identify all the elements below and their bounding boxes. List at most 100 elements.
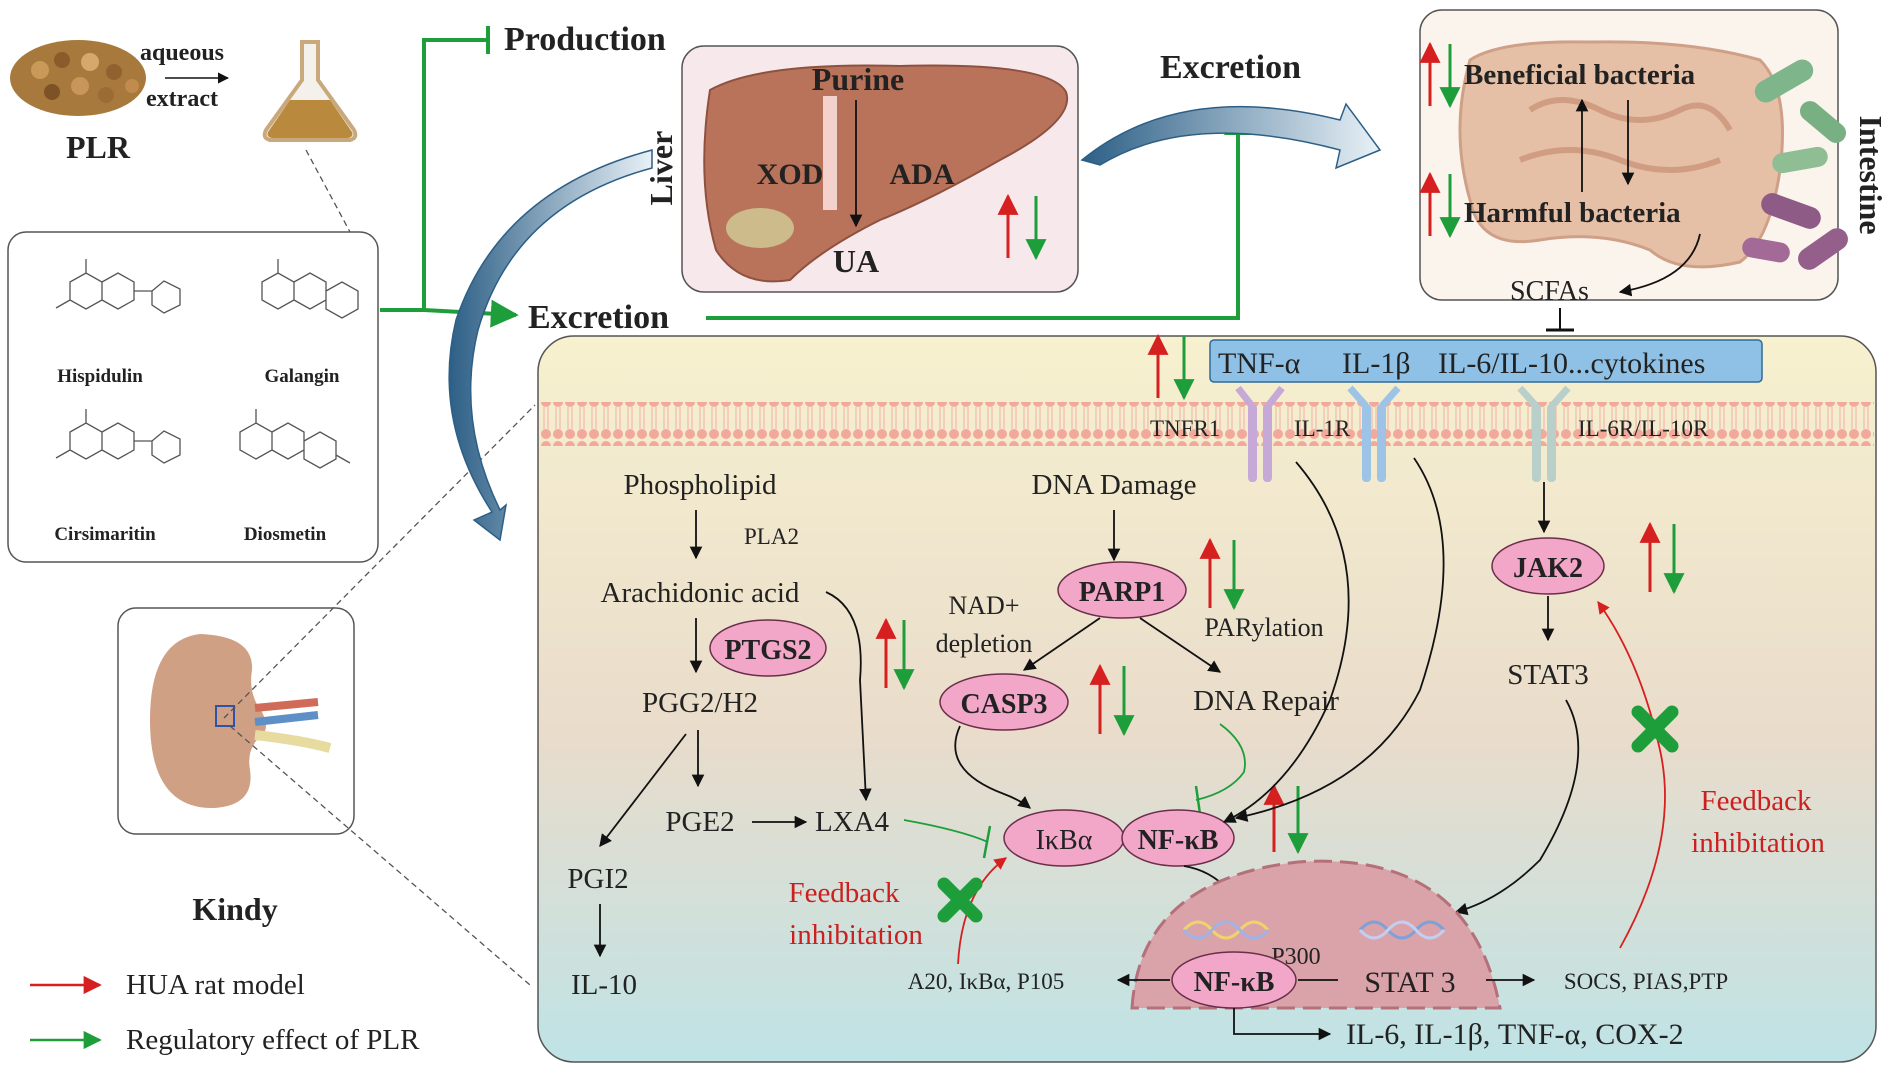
aqueous-label: aqueous — [140, 40, 224, 66]
kidney-label: Kindy — [192, 891, 277, 927]
cell-membrane — [540, 402, 1874, 446]
dna-repair-inhibit-line — [1195, 723, 1246, 801]
excretion-up-arrow — [706, 107, 1252, 320]
socs-label: SOCS, PIAS,PTP — [1564, 969, 1728, 994]
feedback-right-arrow — [1597, 600, 1666, 949]
dna-repair-label: DNA Repair — [1193, 685, 1339, 717]
legend-plr: Regulatory effect of PLR — [126, 1024, 420, 1056]
parp1-to-casp3-arrow — [1022, 617, 1101, 671]
cytokine-bar — [1209, 339, 1763, 383]
connector-dash — [229, 725, 531, 986]
parp1-to-dna-repair-arrow — [1139, 617, 1222, 673]
feedback-right-line2: inhibitation — [1691, 827, 1825, 859]
xod-label: XOD — [757, 158, 824, 191]
dna-repair-inhibit-bar — [1194, 785, 1202, 815]
excretion-top-label: Excretion — [1160, 49, 1301, 86]
block-x-icon — [1631, 705, 1679, 753]
il1r-receptor — [1347, 385, 1401, 482]
nfkb-label: NF-κB — [1138, 825, 1219, 856]
scfas-label: SCFAs — [1510, 276, 1589, 307]
harmful-to-scfas-arrow — [1618, 233, 1701, 297]
block-x-icon — [937, 877, 983, 923]
parylation-label: PARylation — [1204, 613, 1323, 642]
pgg2-label: PGG2/H2 — [642, 687, 758, 719]
feedback-left-arrow — [957, 857, 1008, 965]
nfkb-node — [1121, 809, 1235, 867]
extract-label: extract — [146, 86, 218, 112]
pla2-label: PLA2 — [744, 524, 799, 549]
casp3-node — [939, 673, 1069, 731]
flavonoid-structures — [55, 259, 359, 469]
plr-powder-image — [10, 40, 146, 116]
parp1-label: PARP1 — [1079, 577, 1166, 608]
dna-damage-label: DNA Damage — [1031, 469, 1196, 501]
connector-dash — [305, 149, 351, 233]
phospholipid-label: Phospholipid — [623, 469, 777, 501]
cytokine-rest: IL-6/IL-10...cytokines — [1438, 347, 1705, 380]
connector-dash — [223, 404, 536, 719]
arrow — [599, 733, 687, 847]
production-label: Production — [504, 21, 666, 58]
intestine-image — [1458, 40, 1784, 269]
jak2-node — [1491, 537, 1605, 595]
pgi2-label: PGI2 — [567, 863, 628, 895]
depletion-label: depletion — [936, 629, 1033, 658]
il6r-receptor — [1517, 385, 1571, 482]
feedback-left-line2: inhibitation — [789, 919, 923, 951]
feedback-right-line1: Feedback — [1700, 785, 1812, 817]
lxa4-label: LXA4 — [815, 806, 890, 838]
legend-hua: HUA rat model — [126, 969, 305, 1001]
purine-label: Purine — [812, 61, 904, 97]
cytokine-il1b: IL-1β — [1342, 347, 1411, 380]
jak2-label: JAK2 — [1513, 553, 1583, 584]
bacteria-icons — [1742, 59, 1848, 270]
tnfr1-receptor — [1235, 385, 1285, 482]
cell-box — [537, 335, 1877, 1063]
casp3-to-ikba-arrow — [954, 725, 1031, 809]
lxa4-inhibit-bar — [982, 825, 992, 859]
gallbladder — [726, 208, 794, 248]
beneficial-bacteria-label: Beneficial bacteria — [1464, 59, 1696, 91]
stat3-label: STAT3 — [1507, 659, 1588, 691]
arachidonic-to-lxa4-arrow — [825, 591, 872, 802]
liver-image — [703, 64, 1069, 283]
harmful-bacteria-label: Harmful bacteria — [1464, 197, 1681, 229]
nad-label: NAD+ — [949, 591, 1020, 620]
ada-label: ADA — [890, 158, 955, 191]
compounds-box — [7, 231, 379, 563]
nucleus-to-products-arrow — [1233, 1008, 1332, 1041]
kidney-image — [150, 634, 332, 809]
ptgs2-label: PTGS2 — [724, 635, 811, 666]
il1r-label: IL-1R — [1294, 416, 1351, 441]
plr-label: PLR — [66, 129, 131, 165]
dna-helix-right — [1358, 920, 1446, 940]
liver-to-intestine-arrow — [1080, 102, 1382, 170]
compound-galangin: Galangin — [265, 366, 340, 387]
pge2-label: PGE2 — [665, 806, 734, 838]
liver-to-cell-arrow — [448, 149, 653, 542]
a20-label: A20, IκBα, P105 — [908, 969, 1065, 994]
stat3-to-nucleus-arrow — [1454, 699, 1580, 916]
compound-hispidulin: Hispidulin — [57, 366, 143, 387]
compound-diosmetin: Diosmetin — [244, 524, 327, 545]
excretion-mid-label: Excretion — [528, 299, 669, 336]
arachidonic-acid-label: Arachidonic acid — [601, 577, 800, 609]
il10-label: IL-10 — [571, 969, 637, 1001]
dna-helix-left — [1182, 920, 1270, 940]
flask-icon — [262, 40, 358, 142]
cytokine-tnf: TNF-α — [1218, 347, 1301, 380]
lxa4-inhibit-line — [903, 819, 989, 843]
il1r-to-nfkb-arrow — [1234, 457, 1445, 822]
ikba-label: IκBα — [1036, 825, 1093, 856]
il6r-label: IL-6R/IL-10R — [1578, 416, 1709, 441]
nucleus-stat3-label: STAT 3 — [1364, 966, 1455, 999]
products-label: IL-6, IL-1β, TNF-α, COX-2 — [1346, 1018, 1684, 1051]
liver-side-label: Liver — [643, 131, 679, 206]
production-line — [380, 38, 488, 312]
compound-cirsimaritin: Cirsimaritin — [54, 524, 156, 545]
tnfr1-to-nfkb-arrow — [1222, 461, 1350, 823]
feedback-left-line1: Feedback — [788, 877, 900, 909]
nucleus-nfkb-label: NF-κB — [1194, 967, 1275, 998]
parp1-node — [1057, 561, 1187, 619]
